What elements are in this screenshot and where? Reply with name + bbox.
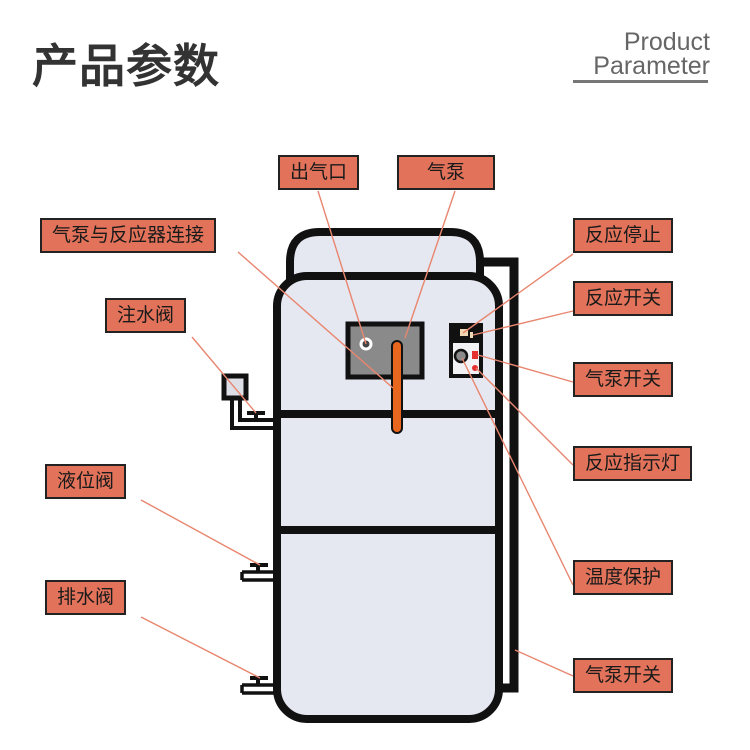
label-pump-switch: 气泵开关 <box>573 362 674 397</box>
leader-reaction-switch <box>472 310 574 336</box>
reaction-indicator-lamp-icon <box>472 365 478 371</box>
leader-reaction-indicator <box>475 367 574 466</box>
leader-level-valve <box>140 499 261 566</box>
temp-protection-knob-icon <box>453 348 469 364</box>
leader-water-inlet <box>191 336 257 414</box>
label-reaction-switch: 反应开关 <box>573 281 674 316</box>
label-reaction-stop: 反应停止 <box>573 218 674 253</box>
leader-reaction-stop <box>462 253 574 334</box>
label-reaction-indicator: 反应指示灯 <box>573 446 693 481</box>
label-water-inlet-valve: 注水阀 <box>105 298 187 333</box>
leader-outlet <box>317 190 367 345</box>
level-valve <box>240 563 277 582</box>
label-drain-valve: 排水阀 <box>45 580 127 615</box>
label-pump-switch-2: 气泵开关 <box>573 658 674 693</box>
title-en-line2: Parameter <box>593 52 710 80</box>
drain-valve <box>240 676 277 695</box>
label-level-valve: 液位阀 <box>45 464 127 499</box>
page-title-cn: 产品参数 <box>32 39 220 93</box>
label-temp-protection: 温度保护 <box>573 560 674 595</box>
leader-pump-reactor-link <box>237 251 394 389</box>
water-inlet-pipe <box>230 398 277 430</box>
tank-body <box>273 272 503 723</box>
label-pump-reactor-link: 气泵与反应器连接 <box>40 218 217 253</box>
pump-switch-icon <box>472 351 478 359</box>
label-outlet: 出气口 <box>278 155 360 190</box>
label-air-pump: 气泵 <box>397 155 495 190</box>
pump-panel <box>345 321 425 380</box>
reaction-switch-icon <box>470 332 473 338</box>
title-en-line1: Product <box>623 28 710 56</box>
leader-drain-valve <box>140 616 261 679</box>
page-title-en: Product Parameter <box>593 28 710 80</box>
leader-air-pump <box>404 190 456 339</box>
leader-lines <box>140 190 574 679</box>
title-underline <box>573 80 708 83</box>
pump-tube <box>391 340 403 434</box>
leader-temp-protection <box>461 357 574 586</box>
leader-pump-switch <box>477 354 574 383</box>
leader-pump-switch-2 <box>514 649 574 677</box>
